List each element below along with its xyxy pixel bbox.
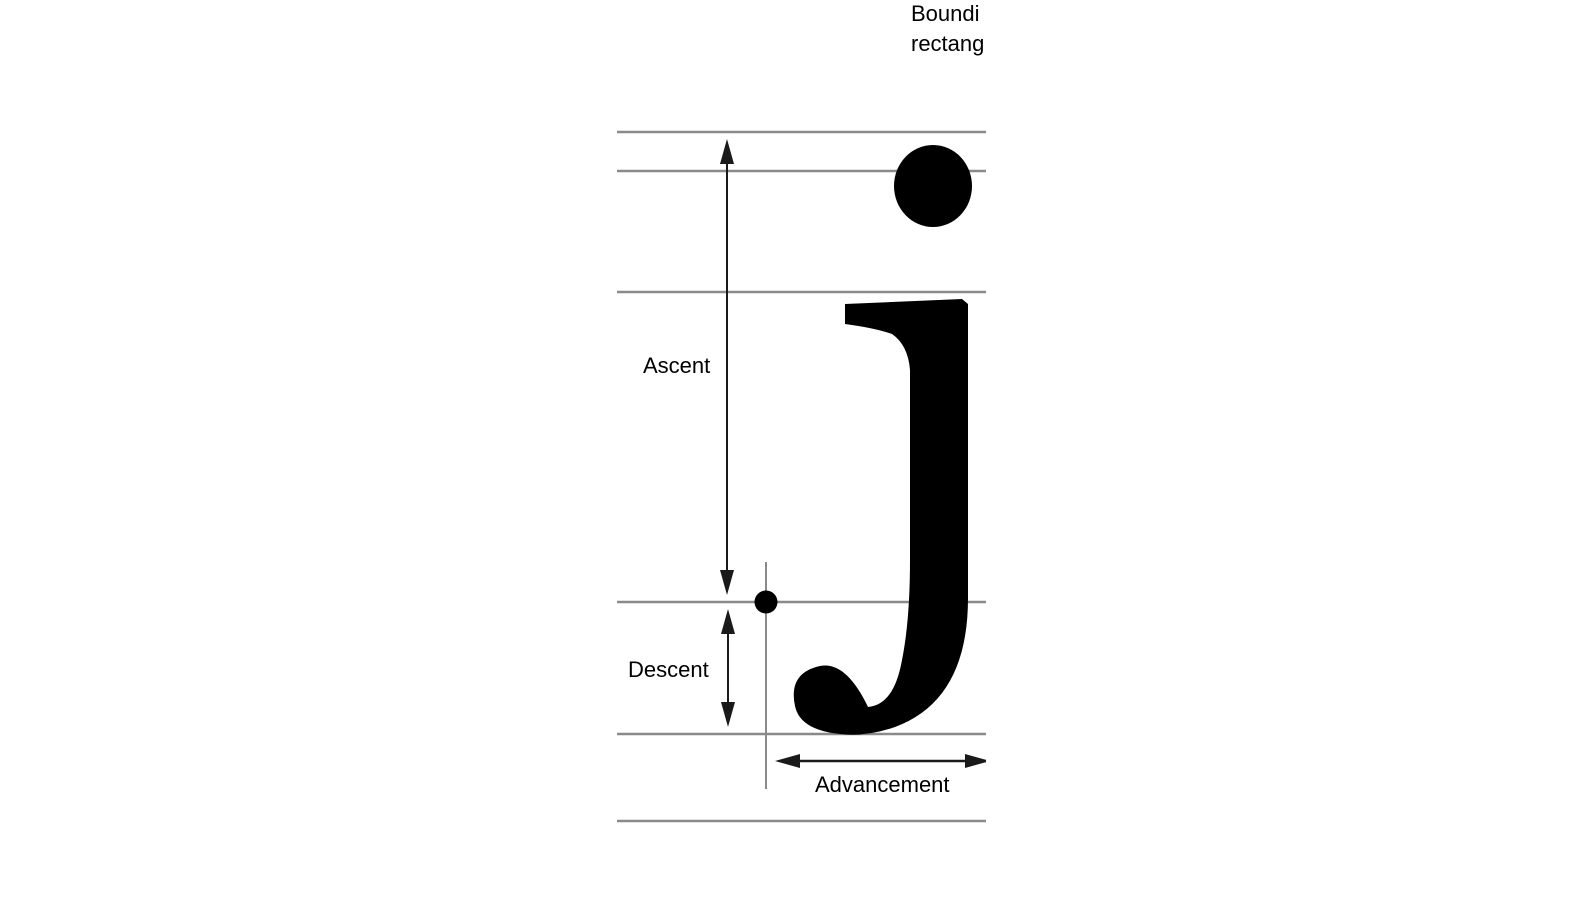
bounding-rect-label-line1: Boundi (911, 1, 980, 26)
bounding-rect-label-line2: rectang (911, 31, 984, 56)
advancement-label: Advancement (815, 772, 950, 797)
ascent-label: Ascent (643, 353, 710, 378)
descent-arrow-head-down (721, 702, 735, 727)
origin-point (754, 590, 778, 614)
advancement-arrow-head-right (965, 754, 986, 768)
advancement-arrow-head-left (775, 754, 800, 768)
ascent-arrow-head-up (720, 139, 734, 164)
descent-label: Descent (628, 657, 709, 682)
glyph-j-body (793, 299, 968, 735)
glyph-j-dot (894, 145, 972, 227)
descent-arrow-head-up (721, 609, 735, 634)
ascent-arrow-head-down (720, 570, 734, 595)
